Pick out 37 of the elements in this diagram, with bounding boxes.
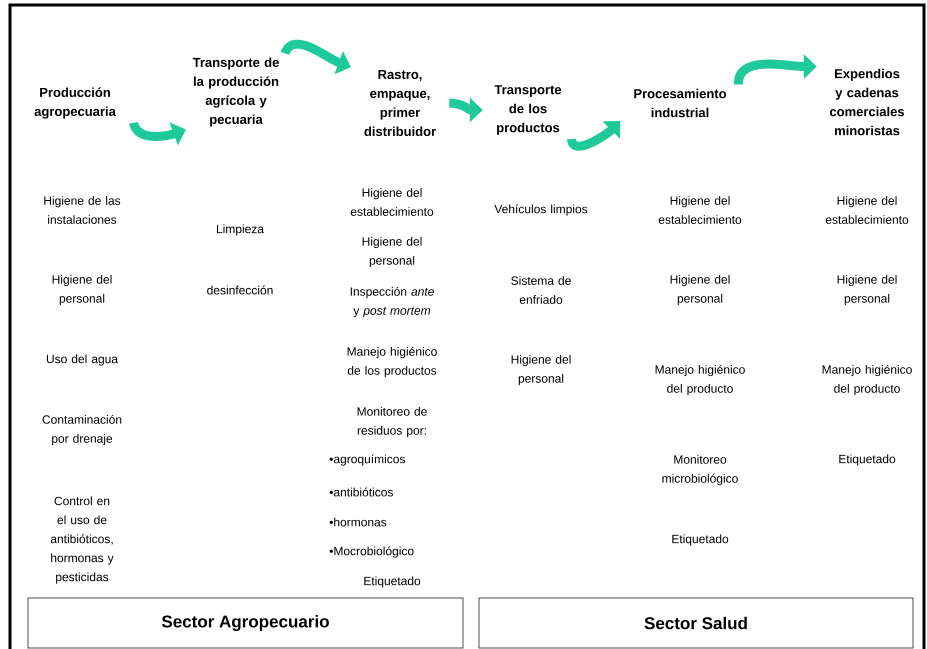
step-text: Monitoreo de residuos por:: [358, 406, 427, 438]
step-text: Vehículos limpios: [494, 204, 588, 216]
step-text: Higiene del personal: [52, 274, 112, 306]
step-text: Uso del agua: [46, 354, 118, 366]
step-text: Higiene del establecimiento: [826, 196, 908, 224]
curved-arrow: [567, 120, 620, 151]
step-text: desinfección: [207, 286, 273, 294]
step-text: Limpieza: [216, 224, 264, 236]
step-text: Manejo higiénico de los productos: [348, 346, 437, 378]
step-text: Inspección ante y post mortem: [350, 286, 434, 318]
step-text: Sistema de enfriado: [511, 276, 571, 304]
stage-heading: Transporte de los productos: [494, 85, 562, 135]
step-text: Manejo higiénico del producto: [656, 364, 745, 396]
step-text: Higiene del establecimiento: [658, 196, 742, 224]
step-text: •hormonas: [330, 518, 386, 526]
step-text: Monitoreo microbiológico: [662, 454, 738, 486]
stage-heading: Procesamiento industrial: [634, 88, 726, 118]
step-text: •agroquímicos: [330, 454, 405, 466]
step-text: •Mocrobiológico: [330, 546, 414, 558]
step-text: Higiene del personal: [670, 274, 730, 306]
step-text: Manejo higiénico del producto: [822, 364, 912, 396]
step-text: •antibióticos: [330, 488, 393, 496]
step-text: Higiene del personal: [362, 236, 422, 268]
step-text: Higiene del personal: [512, 354, 571, 386]
stage-heading: Rastro, empaque, primer distribuidor: [364, 70, 436, 136]
step-text: Control en el uso de antibióticos, hormonas y pesticidas: [50, 496, 114, 584]
stage-heading: Producción agropecuaria: [34, 87, 116, 119]
step-text: Etiquetado: [839, 454, 896, 466]
sector-box: Sector Salud: [478, 598, 914, 648]
step-text: Higiene del establecimiento: [350, 188, 434, 216]
stage-heading: Transporte de la producción agrícola y pecuaria: [192, 57, 279, 127]
step-text: Contaminación por drenaje: [42, 414, 122, 446]
stage-heading: Expendios y cadenas comerciales minoristas: [830, 68, 904, 136]
sector-box: Sector Agropecuario: [28, 598, 464, 648]
step-text: Higiene de las instalaciones: [44, 196, 120, 224]
step-text: Etiquetado: [672, 534, 728, 546]
step-text: Higiene del personal: [838, 274, 897, 306]
